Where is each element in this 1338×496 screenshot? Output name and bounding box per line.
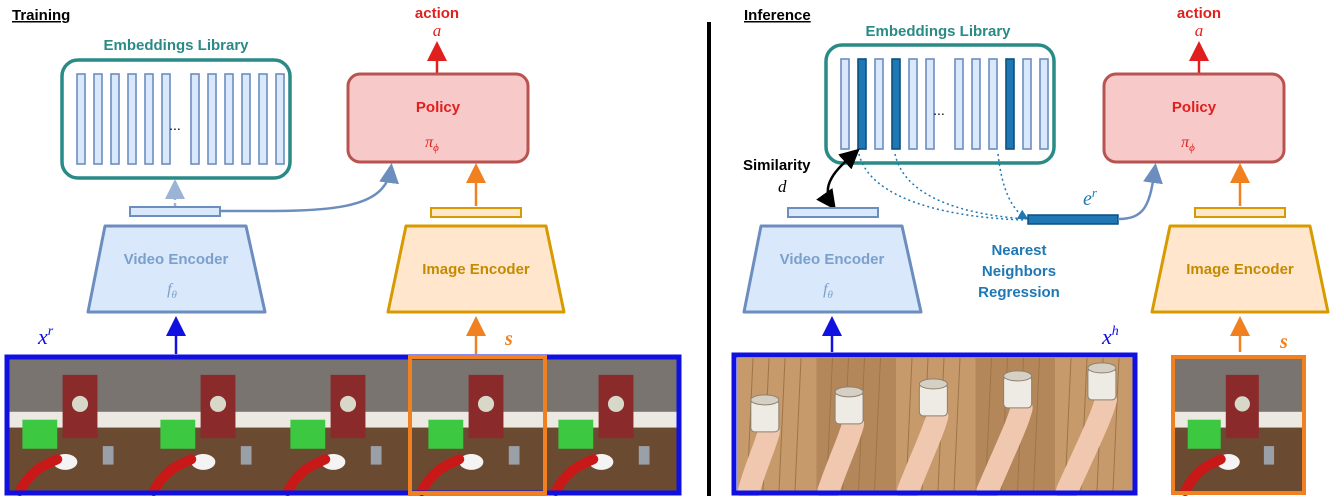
training-policy-symbol: πϕ xyxy=(425,134,439,154)
inference-video-embedding xyxy=(787,207,879,218)
library-embedding xyxy=(874,58,884,150)
inference-state-frame-border xyxy=(1171,355,1306,495)
similarity-label: Similarity xyxy=(743,157,811,174)
library-embedding xyxy=(971,58,981,150)
training-action-symbol: a xyxy=(433,21,442,40)
library-embedding xyxy=(954,58,964,150)
retrieved-to-policy-arrow xyxy=(1117,163,1163,221)
robot-video-frame xyxy=(9,359,143,496)
inference-video-encoder-symbol: fθ xyxy=(823,281,833,301)
library-embedding-selected xyxy=(891,58,901,150)
inference-library-ellipsis: ... xyxy=(933,102,945,118)
training-video-encoder-symbol: fθ xyxy=(167,281,177,301)
training-library-embeddings xyxy=(76,73,285,165)
library-embedding xyxy=(207,73,217,165)
robot-video-frame xyxy=(143,359,277,496)
training-video-frame-border xyxy=(4,354,682,496)
library-embedding xyxy=(224,73,234,165)
training-video-encoder-title: Video Encoder xyxy=(124,251,229,268)
inference-action-symbol: a xyxy=(1195,21,1204,40)
nn-regression-line3: Regression xyxy=(978,284,1060,301)
inference-video-frame-border xyxy=(731,352,1138,496)
retrieved-embedding-symbol: er xyxy=(1083,185,1098,210)
training-library-title: Embeddings Library xyxy=(103,37,249,54)
library-embedding xyxy=(110,73,120,165)
inference-image-embedding xyxy=(1194,207,1286,218)
nearest-neighbor-links xyxy=(858,153,1029,221)
training-video-input-symbol: xr xyxy=(37,324,54,349)
training-title: Training xyxy=(12,7,70,24)
inference-video-encoder-title: Video Encoder xyxy=(780,251,885,268)
inference-image-encoder-title: Image Encoder xyxy=(1186,261,1294,278)
library-embedding xyxy=(190,73,200,165)
training-video-embedding xyxy=(129,206,221,217)
library-embedding xyxy=(925,58,935,150)
inference-image-encoder xyxy=(1150,224,1330,314)
library-embedding xyxy=(241,73,251,165)
robot-video-frame xyxy=(545,359,679,496)
similarity-symbol: d xyxy=(778,177,787,196)
robot-video-frame xyxy=(411,359,545,496)
hand-mug-video-frame xyxy=(975,357,1055,496)
training-state-frame-border xyxy=(408,355,547,495)
library-embedding xyxy=(1022,58,1032,150)
training-video-encoder xyxy=(86,224,267,314)
library-embedding xyxy=(258,73,268,165)
hand-mug-video-frame xyxy=(1055,357,1135,496)
library-embedding xyxy=(908,58,918,150)
training-library-ellipsis: ... xyxy=(169,117,181,133)
inference-panel: Inference Embeddings Library ... er Near… xyxy=(731,5,1330,496)
inference-policy-symbol: πϕ xyxy=(1181,134,1195,154)
hand-mug-video-frame xyxy=(816,357,896,496)
training-panel: Training Embeddings Library ... action a… xyxy=(4,5,682,496)
inference-video-encoder xyxy=(742,224,923,314)
nn-regression-line1: Nearest xyxy=(991,242,1046,259)
library-embedding xyxy=(93,73,103,165)
training-policy-box xyxy=(346,72,530,164)
training-image-embedding xyxy=(430,207,522,218)
training-state-symbol: s xyxy=(504,328,513,350)
hand-mug-video-frame xyxy=(737,357,817,496)
training-video-to-policy-arrow xyxy=(219,163,399,213)
inference-library-title: Embeddings Library xyxy=(865,23,1011,40)
training-robot-video xyxy=(9,359,679,496)
library-embedding-selected xyxy=(1005,58,1015,150)
robot-video-frame xyxy=(277,359,411,496)
library-embedding xyxy=(275,73,285,165)
training-image-encoder-title: Image Encoder xyxy=(422,261,530,278)
library-embedding xyxy=(988,58,998,150)
inference-policy-box xyxy=(1102,72,1286,164)
inference-state-symbol: s xyxy=(1279,331,1288,353)
inference-library-embeddings xyxy=(840,58,1049,150)
training-image-encoder xyxy=(386,224,566,314)
library-embedding xyxy=(76,73,86,165)
library-embedding xyxy=(144,73,154,165)
similarity-arrow xyxy=(816,148,860,211)
library-embedding-selected xyxy=(857,58,867,150)
training-action-label: action xyxy=(415,5,459,22)
inference-action-label: action xyxy=(1177,5,1221,22)
library-embedding xyxy=(127,73,137,165)
library-embedding xyxy=(1039,58,1049,150)
inference-state-image xyxy=(1175,359,1302,496)
hand-mug-video-frame xyxy=(896,357,976,496)
inference-policy-title: Policy xyxy=(1172,99,1217,116)
library-embedding xyxy=(840,58,850,150)
inference-title: Inference xyxy=(744,7,811,24)
nn-regression-line2: Neighbors xyxy=(982,263,1056,280)
retrieved-embedding xyxy=(1027,214,1119,225)
library-embedding xyxy=(161,73,171,165)
training-policy-title: Policy xyxy=(416,99,461,116)
inference-video-input-symbol: xh xyxy=(1101,324,1119,349)
inference-human-video xyxy=(737,357,1135,496)
